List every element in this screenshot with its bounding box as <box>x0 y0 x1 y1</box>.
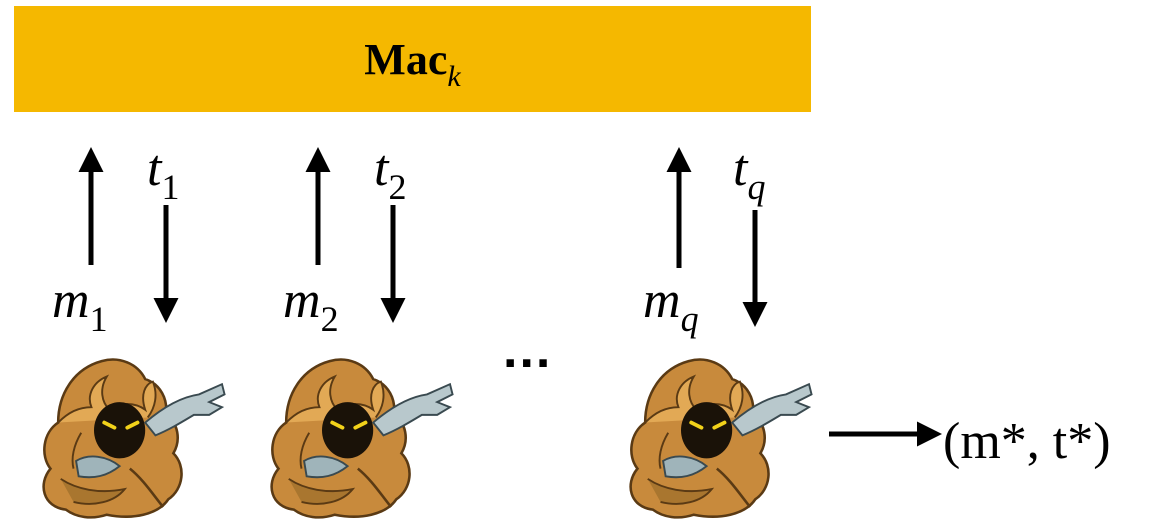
message-1-label: m1 <box>52 272 108 339</box>
mac-oracle-box <box>14 6 811 112</box>
message-2-label: m2 <box>283 272 339 339</box>
forgery-output-label: (m*, t*) <box>943 413 1111 470</box>
mac-oracle: Mack <box>14 6 811 112</box>
adversary-2-icon <box>269 357 455 520</box>
mac-oracle-key-subscript: k <box>447 59 461 93</box>
message-q-label: mq <box>643 272 699 339</box>
adversary-q-icon <box>628 357 814 520</box>
ellipsis: ... <box>503 321 553 379</box>
tag-1-label: t1 <box>147 140 180 207</box>
mac-oracle-label: Mack <box>364 34 461 93</box>
tag-q-label: tq <box>733 140 766 207</box>
adversary-1-icon <box>41 357 227 520</box>
tag-2-label: t2 <box>374 140 407 207</box>
